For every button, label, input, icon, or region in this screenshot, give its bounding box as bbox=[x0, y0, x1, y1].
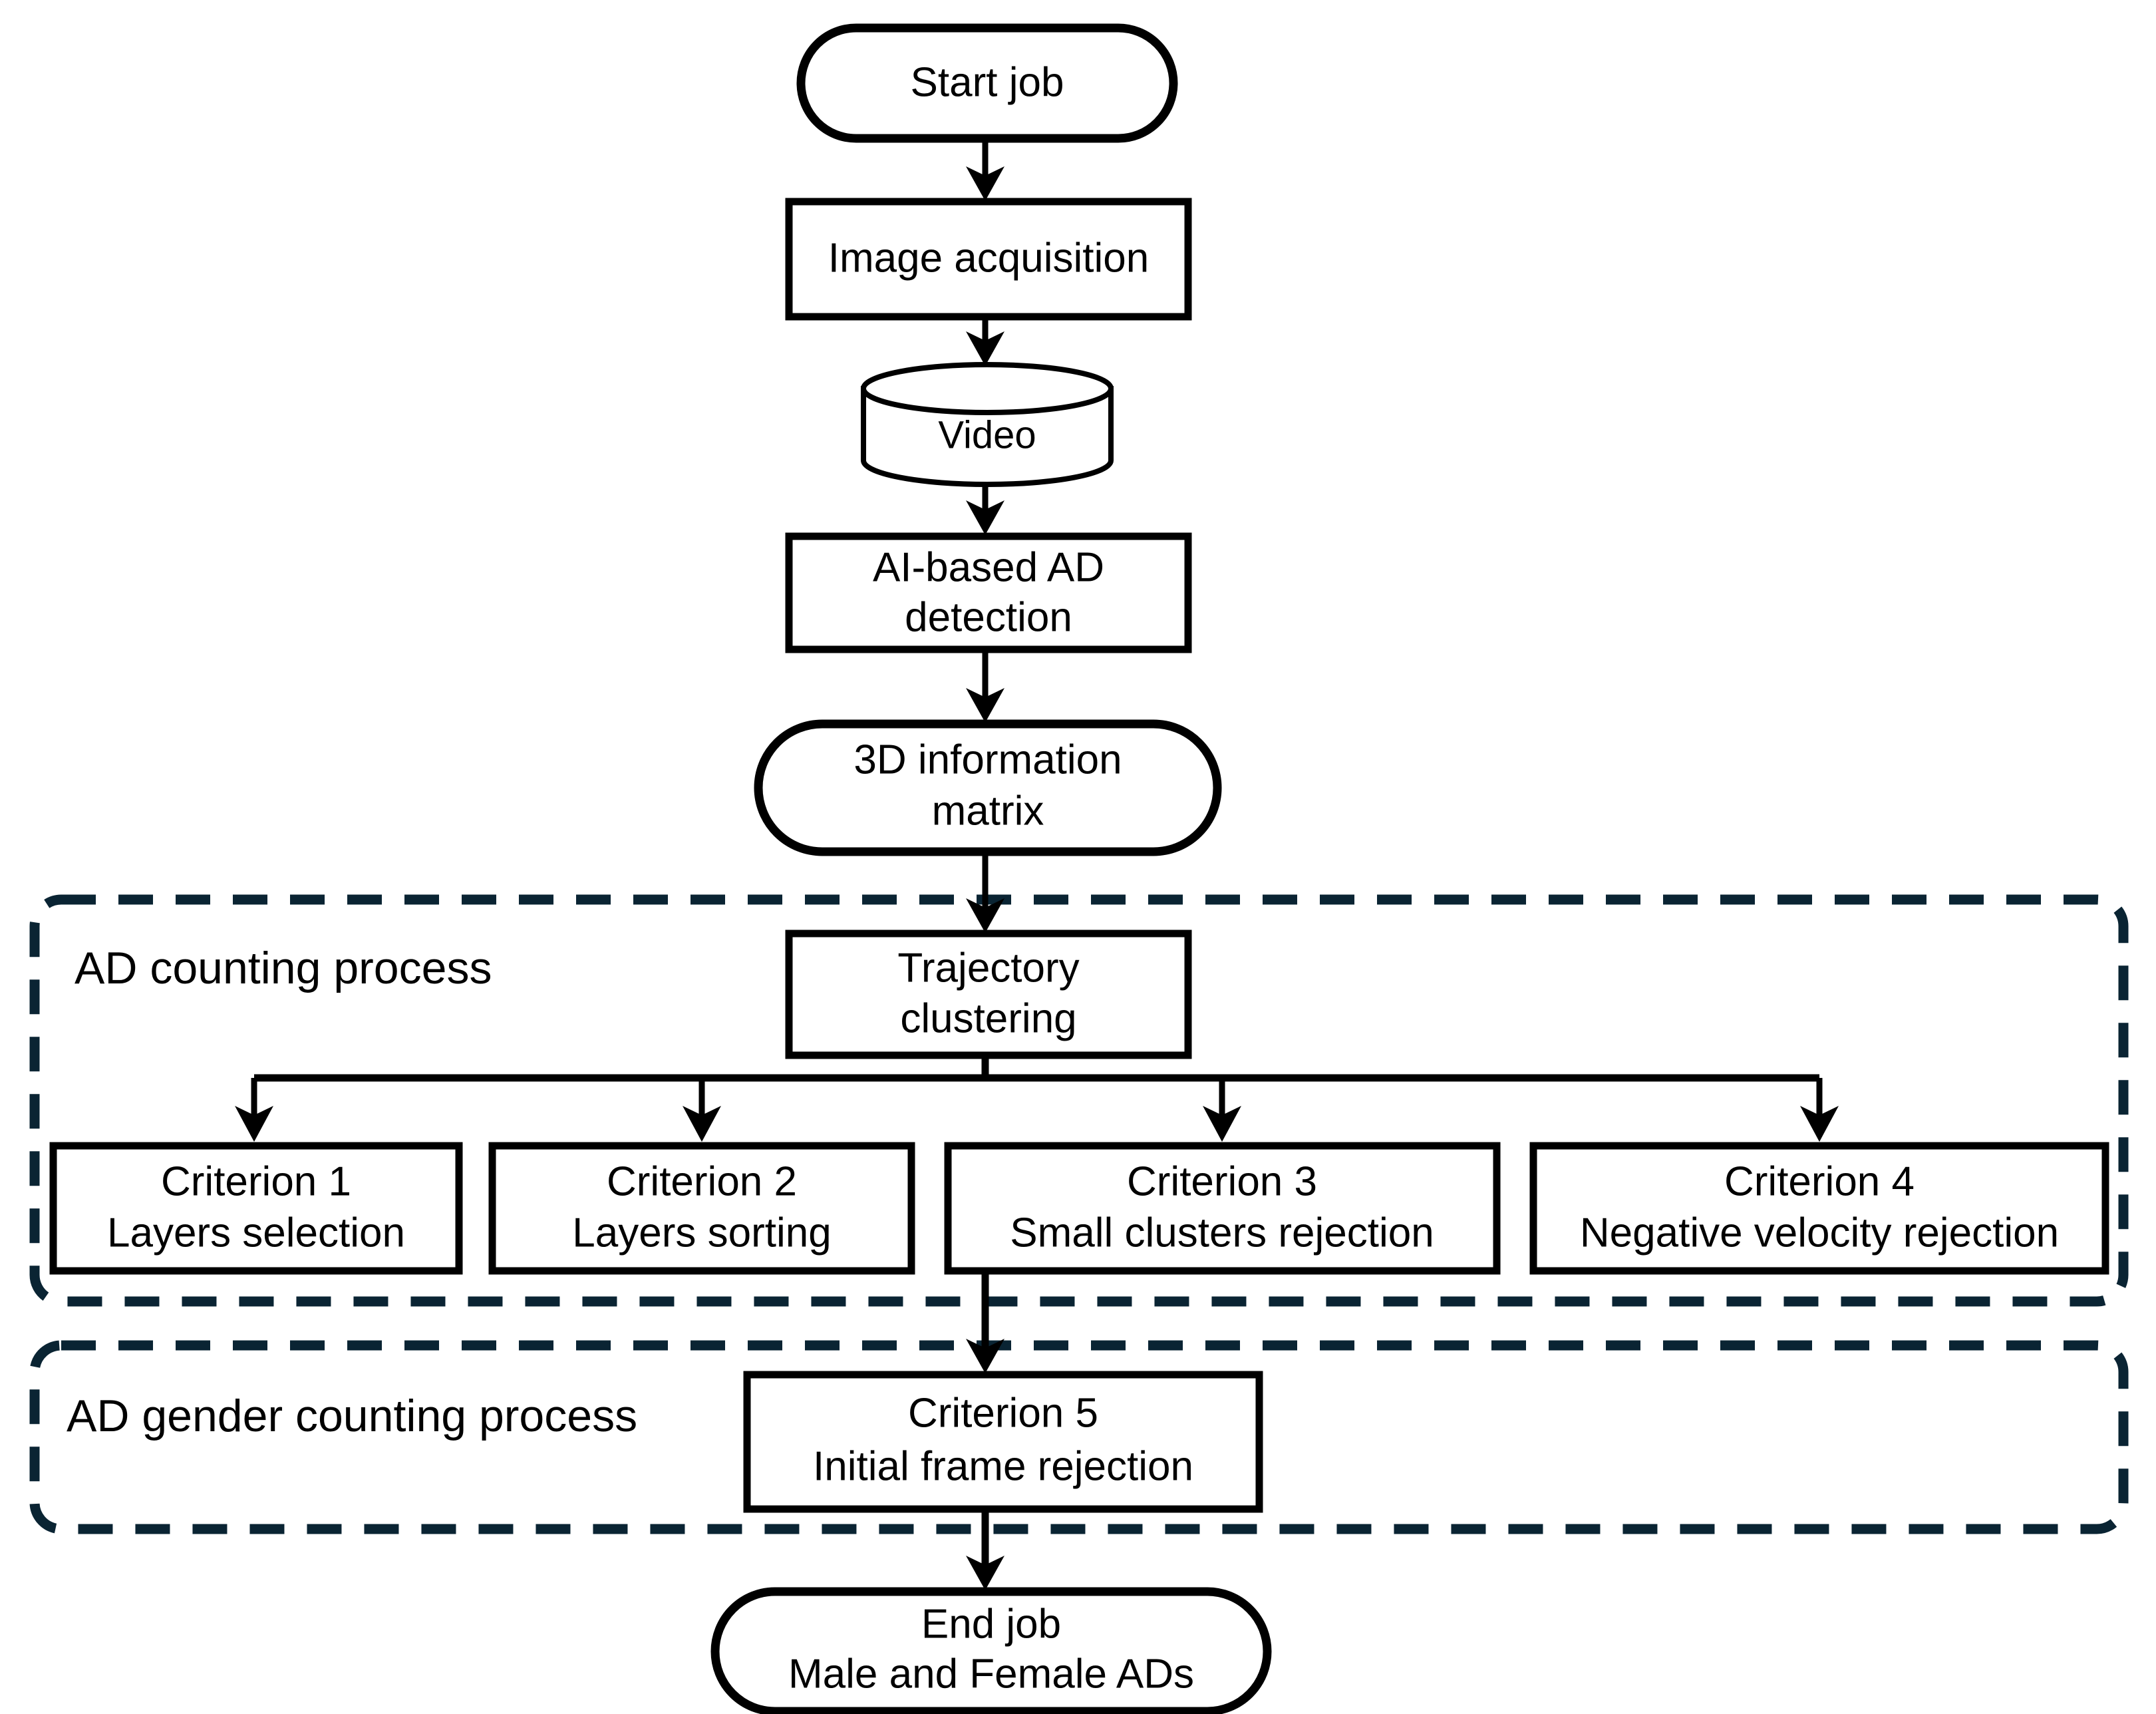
node-start-job[interactable] bbox=[796, 23, 1178, 143]
arrow-head-criterion-1 bbox=[235, 1106, 273, 1142]
group-ad-counting-process bbox=[29, 894, 2129, 1307]
node-video-label: Video bbox=[938, 413, 1036, 456]
node-end-job[interactable] bbox=[710, 1587, 1272, 1714]
node-criterion-2[interactable] bbox=[488, 1142, 915, 1275]
node-criterion-3[interactable] bbox=[944, 1142, 1501, 1275]
node-criterion-2-line1: Criterion 2 bbox=[607, 1158, 797, 1204]
node-trajectory-line1: Trajectory bbox=[897, 945, 1079, 991]
node-image-acquisition[interactable] bbox=[785, 198, 1192, 321]
node-video-cylinder-top bbox=[861, 362, 1114, 415]
node-matrix-line1: 3D information bbox=[853, 737, 1122, 782]
arrow-head-end-job bbox=[966, 1556, 1004, 1590]
node-matrix-line2: matrix bbox=[932, 788, 1044, 834]
node-trajectory-clustering[interactable] bbox=[785, 930, 1192, 1059]
node-ai-based-ad-detection[interactable] bbox=[785, 532, 1192, 653]
arrow-head-criterion-5 bbox=[966, 1339, 1004, 1373]
node-criterion-1-line1: Criterion 1 bbox=[161, 1158, 351, 1204]
node-criterion-1-line2: Layers selection bbox=[107, 1210, 405, 1256]
node-end-job-line1: End job bbox=[921, 1601, 1061, 1647]
node-3d-information-matrix[interactable] bbox=[754, 719, 1222, 856]
node-start-job-label: Start job bbox=[911, 59, 1064, 105]
node-ai-detection-line1: AI-based AD bbox=[873, 544, 1104, 590]
node-criterion-3-line2: Small clusters rejection bbox=[1010, 1210, 1434, 1256]
arrow-head-trajectory bbox=[966, 898, 1004, 933]
node-criterion-5-line2: Initial frame rejection bbox=[813, 1443, 1193, 1489]
arrow-head-video bbox=[966, 331, 1004, 366]
arrow-head-criterion-4 bbox=[1800, 1106, 1839, 1142]
node-trajectory-line2: clustering bbox=[900, 995, 1076, 1041]
node-criterion-5-line1: Criterion 5 bbox=[908, 1390, 1098, 1436]
arrow-head-image-acquisition bbox=[966, 166, 1004, 201]
node-criterion-1[interactable] bbox=[49, 1142, 463, 1275]
arrow-head-ai-detection bbox=[966, 500, 1004, 535]
arrow-head-criterion-2 bbox=[683, 1106, 721, 1142]
arrow-head-matrix bbox=[966, 688, 1004, 723]
group-ad-counting-label: AD counting process bbox=[75, 943, 492, 993]
group-ad-gender-counting-label: AD gender counting process bbox=[67, 1391, 637, 1441]
node-criterion-4-line1: Criterion 4 bbox=[1724, 1158, 1915, 1204]
node-criterion-4[interactable] bbox=[1529, 1142, 2109, 1275]
node-end-job-line2: Male and Female ADs bbox=[788, 1651, 1194, 1697]
group-ad-gender-counting-process bbox=[29, 1340, 2129, 1534]
node-image-acquisition-label: Image acquisition bbox=[828, 235, 1150, 281]
node-ai-detection-line2: detection bbox=[905, 594, 1072, 640]
node-video-cylinder-body[interactable] bbox=[861, 386, 1114, 487]
node-criterion-2-line2: Layers sorting bbox=[572, 1210, 831, 1256]
node-criterion-4-line2: Negative velocity rejection bbox=[1580, 1210, 2059, 1256]
node-criterion-5[interactable] bbox=[743, 1371, 1263, 1513]
node-criterion-3-line1: Criterion 3 bbox=[1127, 1158, 1317, 1204]
arrow-head-criterion-3 bbox=[1203, 1106, 1241, 1142]
